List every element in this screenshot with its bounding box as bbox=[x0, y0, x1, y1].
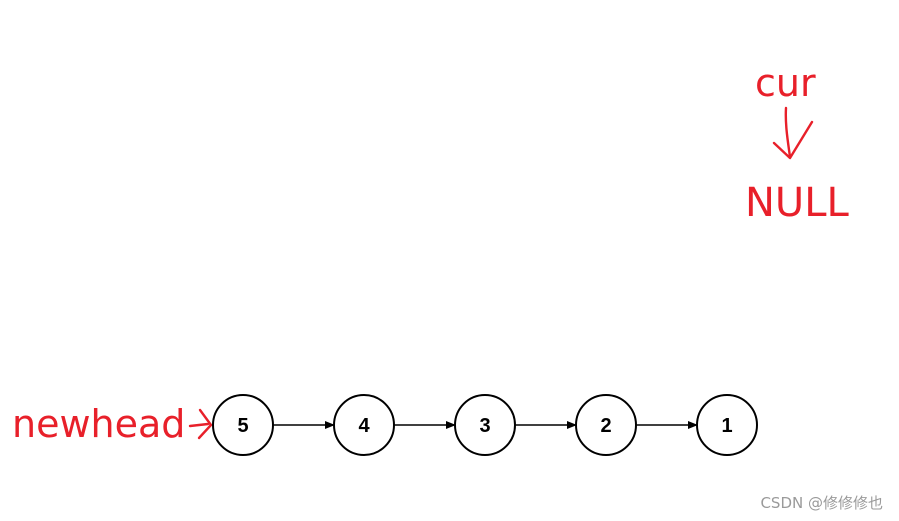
node-circle bbox=[333, 394, 395, 456]
null-label: NULL bbox=[745, 180, 849, 226]
node-value: 2 bbox=[600, 415, 611, 437]
list-node: 5 bbox=[212, 394, 274, 456]
newhead-label: newhead bbox=[12, 402, 185, 446]
node-circle bbox=[575, 394, 637, 456]
node-value: 3 bbox=[479, 415, 490, 437]
node-circle bbox=[454, 394, 516, 456]
list-node: 1 bbox=[696, 394, 758, 456]
node-circle bbox=[212, 394, 274, 456]
list-node: 4 bbox=[333, 394, 395, 456]
watermark: CSDN @修修修也 bbox=[760, 494, 883, 512]
cur-arrow bbox=[772, 106, 814, 160]
list-nodes: 5 4 3 2 1 bbox=[212, 394, 758, 456]
node-value: 1 bbox=[721, 415, 732, 437]
node-value: 5 bbox=[237, 415, 248, 437]
newhead-arrow bbox=[188, 408, 213, 440]
list-node: 2 bbox=[575, 394, 637, 456]
cur-label: cur bbox=[755, 61, 816, 105]
list-node: 3 bbox=[454, 394, 516, 456]
node-circle bbox=[696, 394, 758, 456]
node-value: 4 bbox=[358, 415, 370, 437]
